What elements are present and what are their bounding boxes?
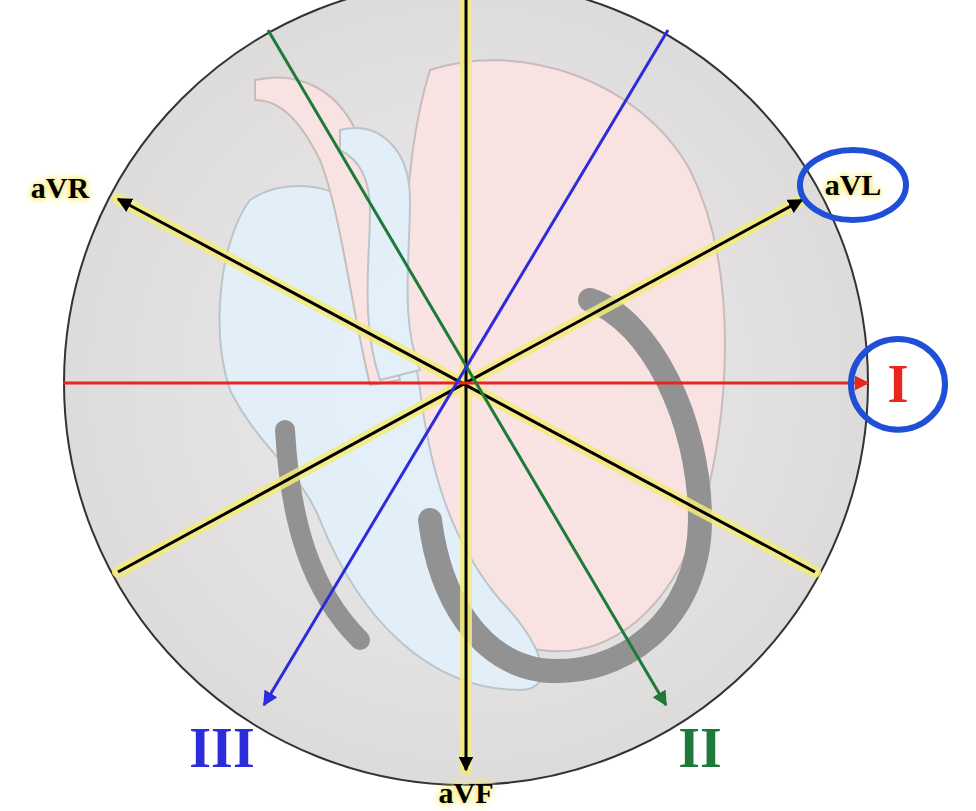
lead-label: II <box>678 720 722 776</box>
lead-name: aVL <box>825 170 882 200</box>
circle-outline <box>800 150 906 220</box>
lead-iii-axis <box>264 30 668 705</box>
reference-circle <box>64 0 868 785</box>
circle-outline <box>851 339 945 430</box>
avr-axis <box>118 199 815 572</box>
lead-label: aVR <box>31 173 89 203</box>
lead-label: III <box>189 720 254 776</box>
circled-lead: aVL <box>797 147 909 223</box>
avl-axis <box>118 200 802 572</box>
lead-axes <box>63 0 868 770</box>
lead-label: aVF <box>439 778 494 808</box>
circled-lead: I <box>848 336 948 433</box>
lead-name: I <box>887 357 908 411</box>
lead-i-axis <box>63 382 868 385</box>
